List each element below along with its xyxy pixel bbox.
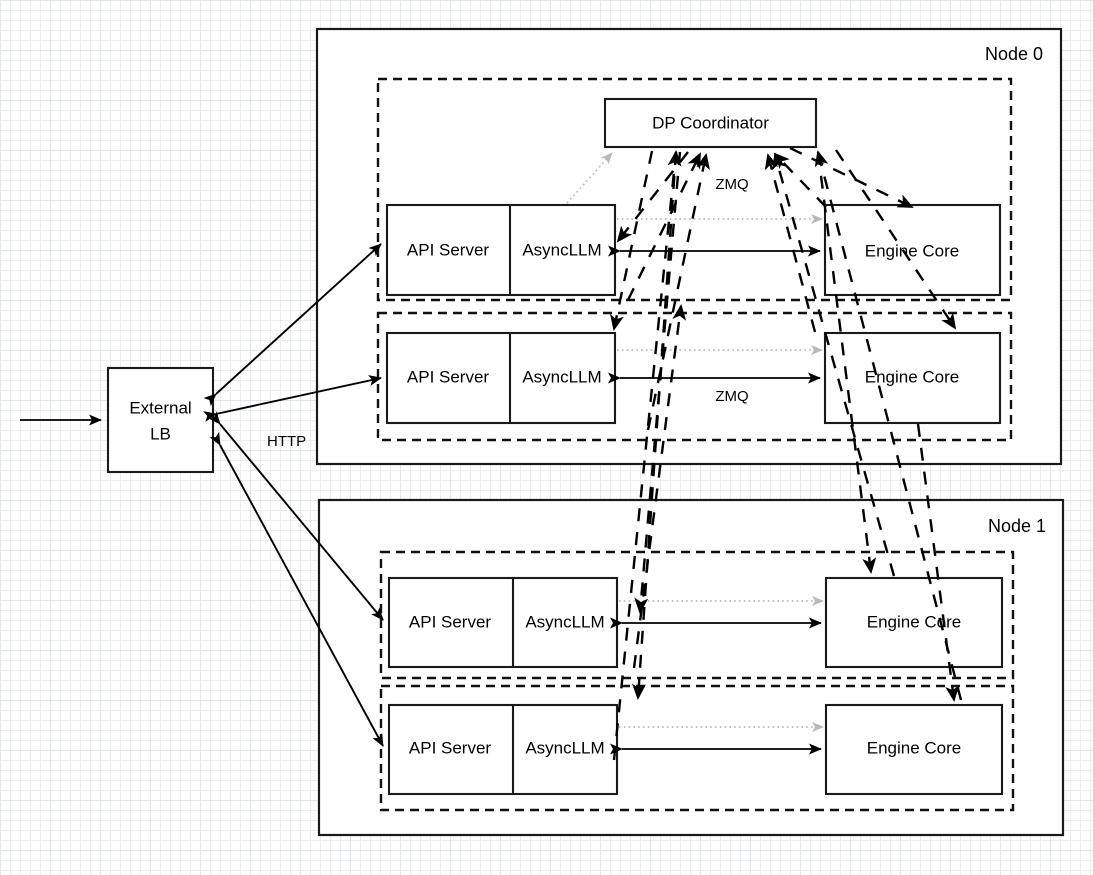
- http-label: HTTP: [267, 433, 306, 450]
- node-0-group-1-engine-core-label: Engine Core: [865, 367, 960, 386]
- node-1-group-1-asyncllm-label: AsyncLLM: [525, 738, 604, 757]
- node-0-group-1-asyncllm-label: AsyncLLM: [522, 367, 601, 386]
- node-1-group-1-engine-core-label: Engine Core: [867, 738, 962, 757]
- node-0-group-0-api-unit[interactable]: [385, 203, 617, 297]
- node-0-group-0-boundary: [376, 77, 1013, 302]
- node-1-group-1-api-server-label: API Server: [409, 738, 492, 757]
- node-0-group-0-api-server-label: API Server: [407, 240, 490, 259]
- coordinator-to-node-0-group-1-engine-arrow: [835, 149, 957, 330]
- node-1-group-0-api-unit[interactable]: [387, 576, 619, 669]
- node-1-group-0-asyncllm-label: AsyncLLM: [525, 612, 604, 631]
- node-1-group-1-engine-core-box[interactable]: [824, 703, 1004, 796]
- node-1-group-0-asyncllm-to-coordinator-arrow: [632, 304, 687, 669]
- external-lb-box[interactable]: [106, 366, 215, 474]
- node-1-label: Node 1: [988, 516, 1046, 536]
- external-lb-label-line2: LB: [150, 424, 171, 443]
- external-lb-label-line1: External: [129, 398, 191, 417]
- node-1-group-0-boundary: [379, 550, 1015, 680]
- lb-to-node1-group1-arrow: [209, 431, 384, 747]
- dp-coordinator-box[interactable]: [603, 97, 818, 149]
- node-0-label: Node 0: [985, 44, 1043, 64]
- dp-coordinator-label: DP Coordinator: [652, 113, 769, 132]
- node-0-group-0-engine-core-label: Engine Core: [865, 241, 960, 260]
- node-0-group-0-asyncllm-label: AsyncLLM: [522, 240, 601, 259]
- lb-to-node0-group0-arrow: [203, 243, 382, 407]
- node-0-group-1-api-unit[interactable]: [385, 331, 617, 425]
- node-1-group-1-boundary: [379, 684, 1015, 812]
- node-1-group-1-api-unit[interactable]: [387, 703, 619, 796]
- node-0-group-0-asyncllm-to-coordinator-arrow: [626, 152, 702, 301]
- node-0-group-1-api-server-label: API Server: [407, 367, 490, 386]
- coordinator-to-node-0-group-0-asyncllm-arrow: [616, 151, 689, 243]
- node-1-group-0-engine-core-label: Engine Core: [867, 612, 962, 631]
- node-1-group-0-api-server-label: API Server: [409, 612, 492, 631]
- node-0-group-0-zmq-label: ZMQ: [715, 176, 748, 193]
- node-0-group-1-engine-core-box[interactable]: [823, 331, 1002, 425]
- node-1-group-0-engine-to-coordinator-arrow: [772, 153, 896, 577]
- node-0-group-0-engine-to-coordinator-arrow: [773, 152, 827, 208]
- lb-to-node0-group1-arrow: [203, 375, 382, 422]
- coordinator-to-node-1-group-1-asyncllm-arrow: [631, 151, 678, 700]
- coordinator-to-node-0-group-1-asyncllm-arrow: [610, 150, 654, 331]
- node-1-group-1-asyncllm-to-coordinator-arrow: [612, 150, 682, 761]
- coordinator-to-node-1-group-0-asyncllm-arrow: [634, 151, 682, 614]
- asyncllm-to-coordinator-dotted-arrow: [566, 152, 613, 204]
- node-0-group-1-engine-to-coordinator-arrow: [764, 153, 817, 333]
- node-0-group-1-zmq-label: ZMQ: [715, 388, 748, 405]
- node-1-group-0-engine-core-box[interactable]: [824, 576, 1004, 669]
